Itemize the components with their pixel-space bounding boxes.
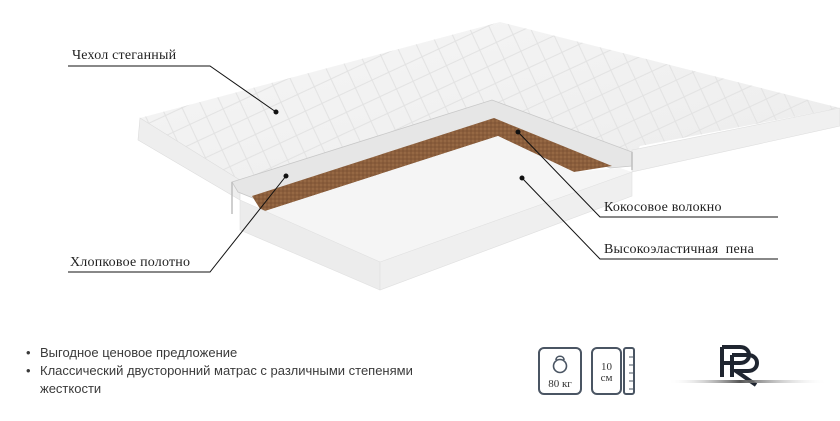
brand-logo xyxy=(668,343,828,393)
mattress-cutaway-illustration xyxy=(68,22,840,291)
callout-lines xyxy=(68,65,778,273)
spec-height-unit: см xyxy=(600,372,613,384)
callout-cover: Чехол стеганный xyxy=(72,48,177,63)
spec-height: 10 см xyxy=(591,347,622,395)
feature-list: Выгодное ценовое предложение Классически… xyxy=(26,344,460,398)
foam-layer xyxy=(239,136,633,291)
callout-coconut: Кокосовое волокно xyxy=(604,200,722,215)
kettlebell-icon xyxy=(552,355,568,374)
ruler-icon xyxy=(623,347,635,395)
feature-item: Выгодное ценовое предложение xyxy=(26,344,460,362)
callout-cotton: Хлопковое полотно xyxy=(70,255,191,270)
callout-foam: Высокоэластичная пена xyxy=(604,242,754,257)
coconut-layer xyxy=(252,118,612,212)
spec-height-number: 10 xyxy=(601,361,612,373)
spec-weight-value: 80 кг xyxy=(548,378,572,390)
spec-max-weight: 80 кг xyxy=(538,347,582,395)
pr-monogram-icon xyxy=(668,345,828,387)
feature-item: Классический двусторонний матрас с разли… xyxy=(26,362,460,398)
